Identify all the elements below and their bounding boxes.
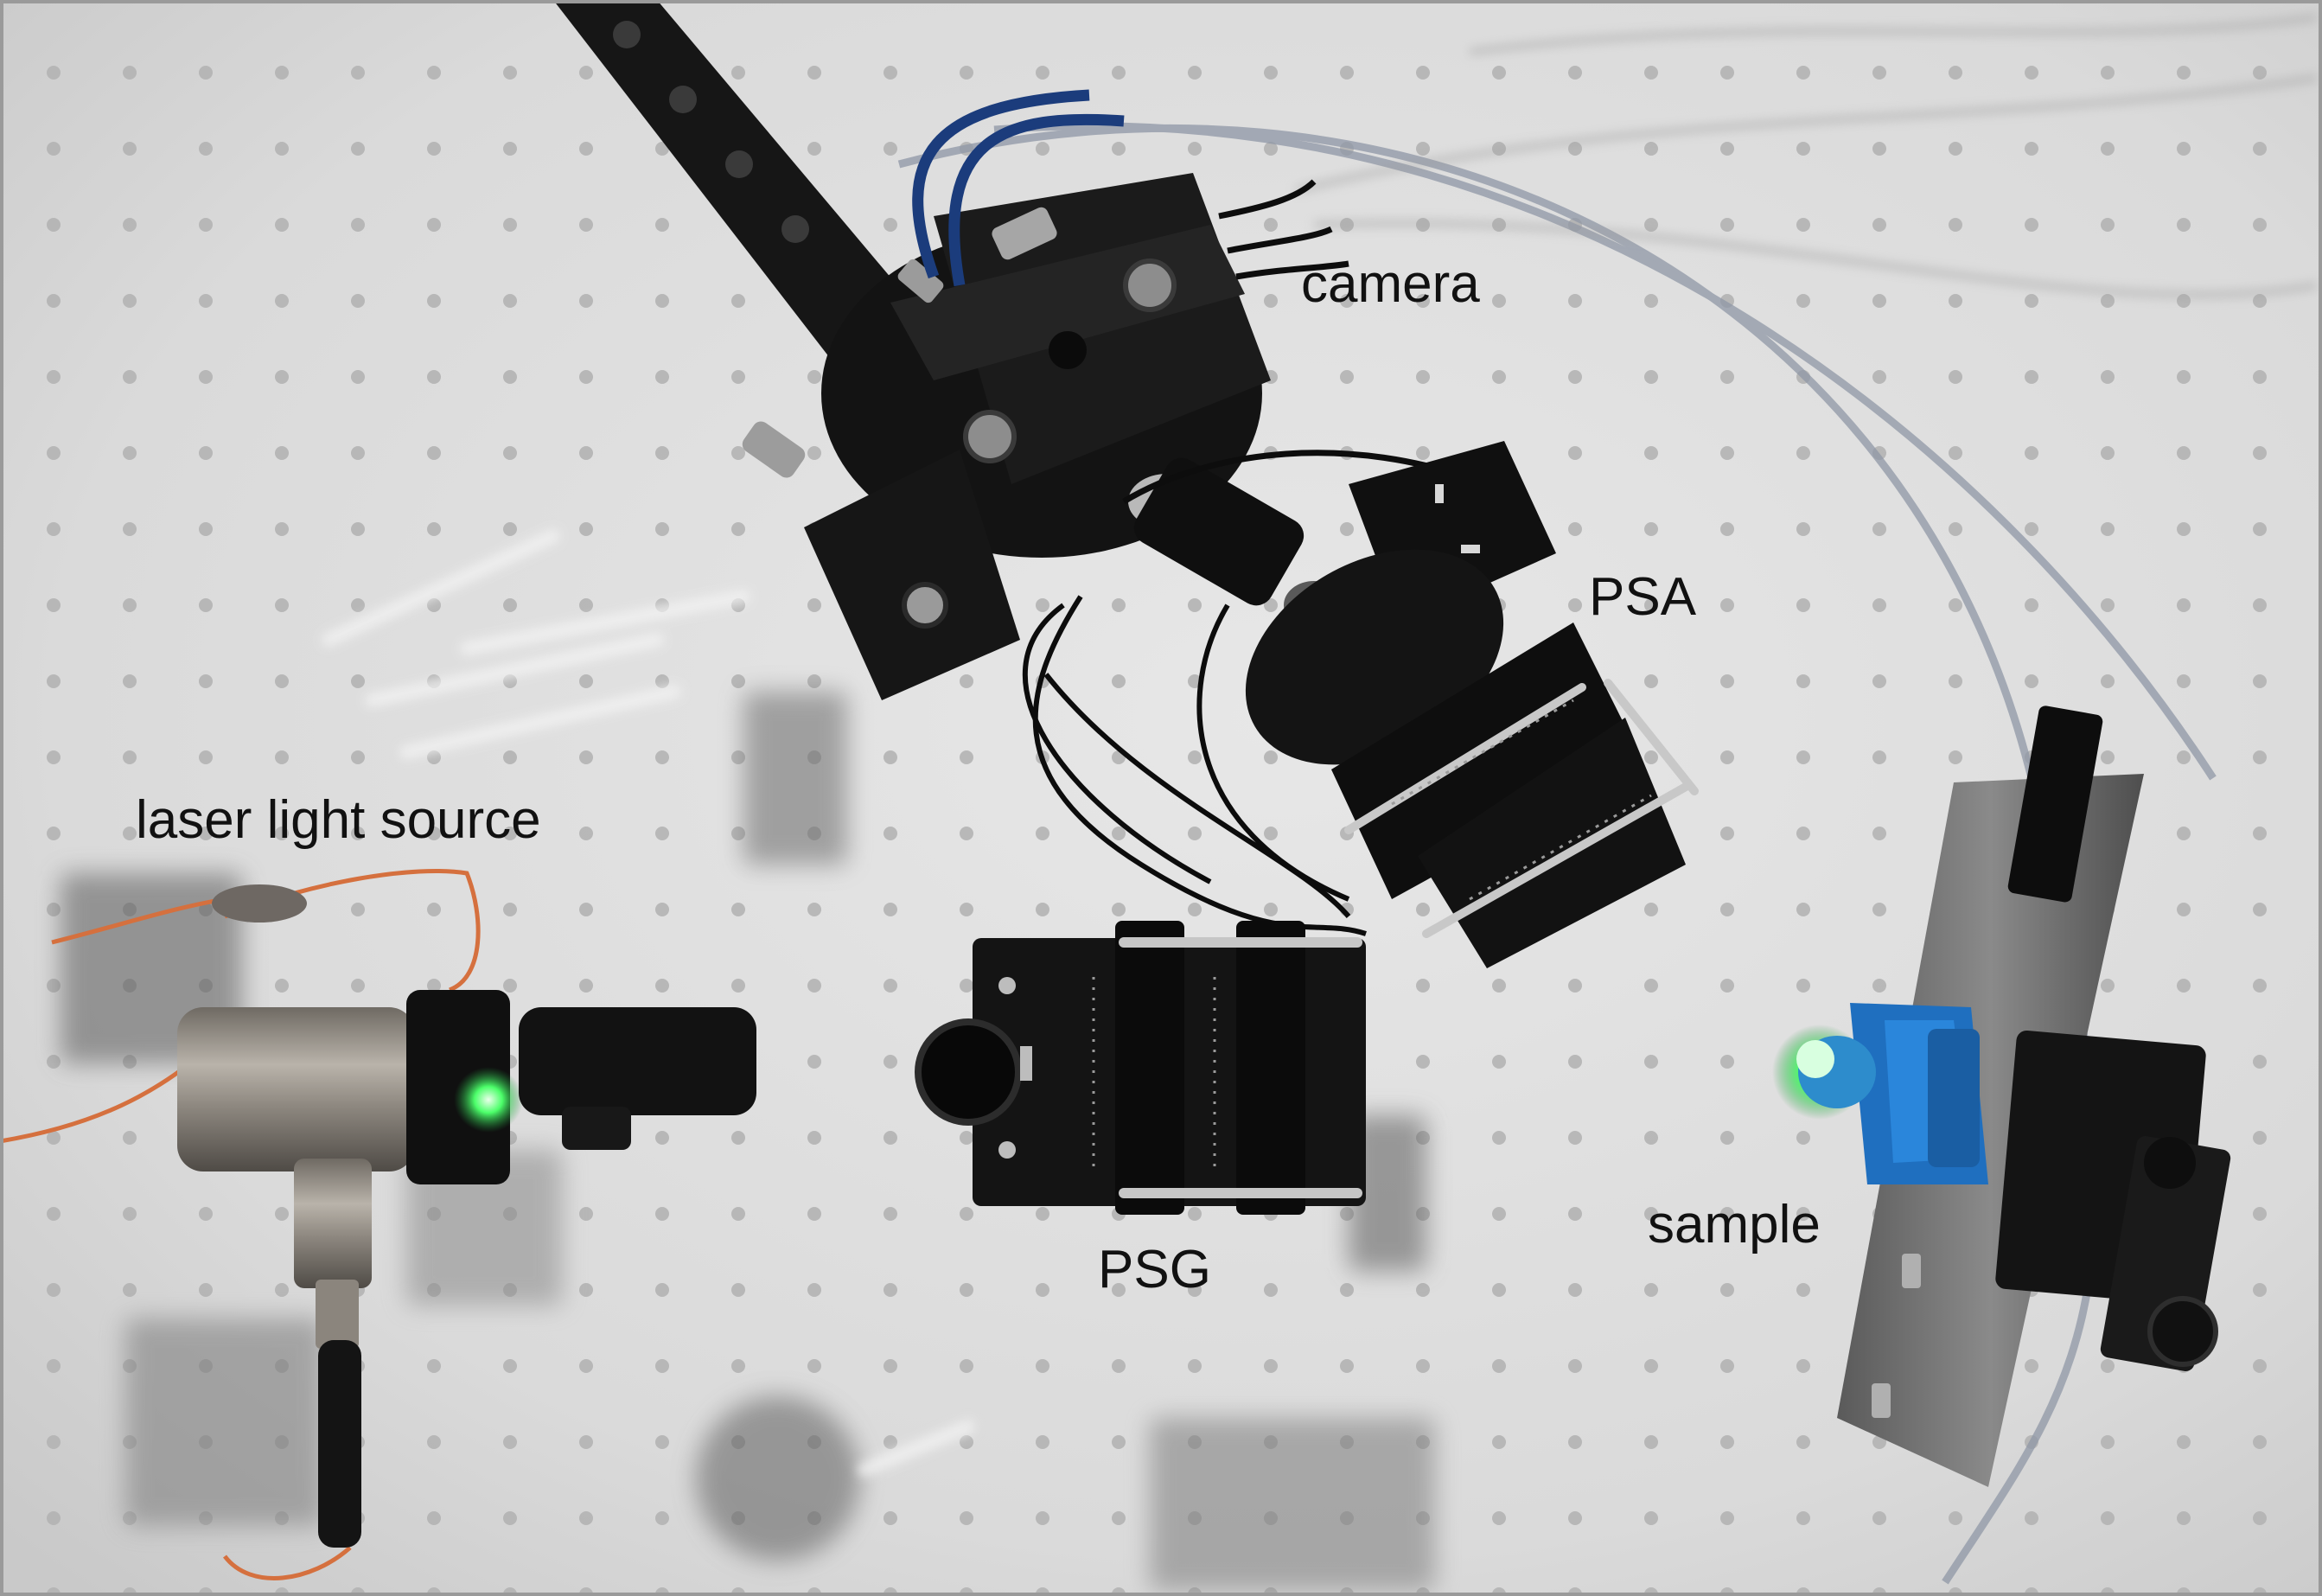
sample-label: sample	[1648, 1195, 1821, 1254]
laser-light-source-label: laser light source	[136, 790, 541, 850]
psg-label: PSG	[1098, 1240, 1211, 1299]
psa-label: PSA	[1589, 567, 1697, 627]
camera-label: camera	[1301, 254, 1480, 314]
